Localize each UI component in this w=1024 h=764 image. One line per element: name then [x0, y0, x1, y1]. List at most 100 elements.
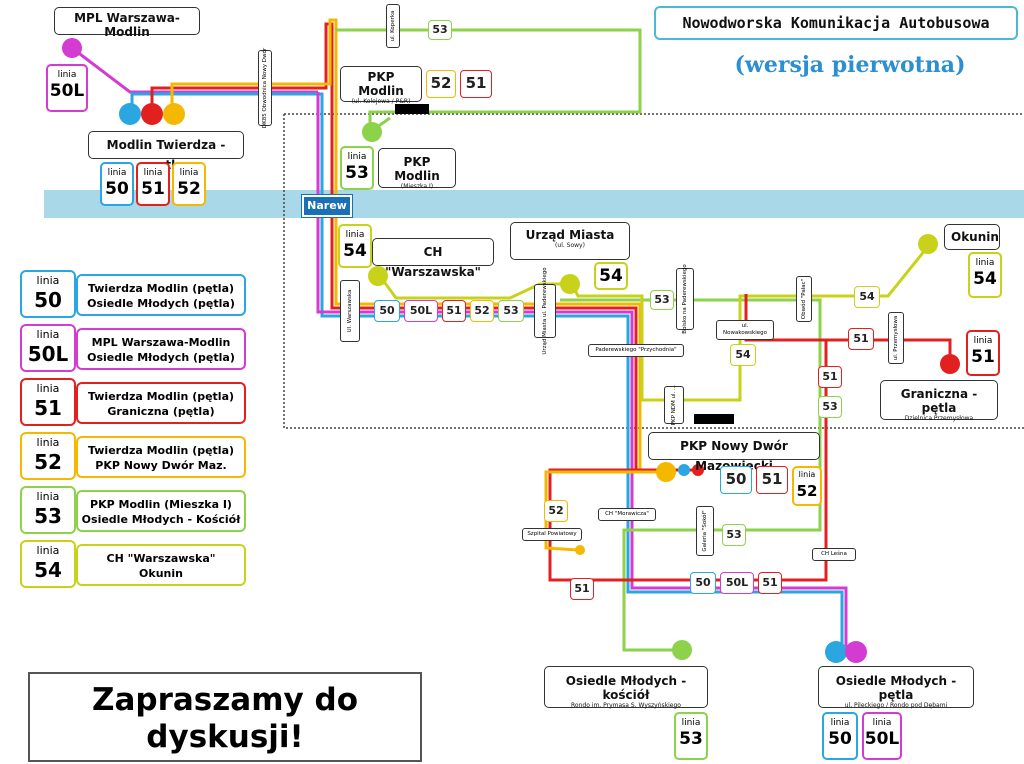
stop-mpl: MPL Warszawa-Modlin [54, 7, 200, 39]
stop-pkp-modlin-sub: (ul. Kolejowa / P&R) [351, 98, 411, 105]
stop-pkp-ndm: PKP Nowy Dwór Mazowiecki [648, 432, 820, 473]
stop-kosciol-sub: Rondo im. Prymasa S. Wyszyńskiego [571, 702, 681, 709]
badge-53-mieszka-num: 53 [345, 163, 369, 183]
legend-word: linia [36, 382, 60, 395]
tag-53-mid-text: 53 [654, 293, 670, 306]
invite-box: Zapraszamy do dyskusji! [28, 672, 422, 762]
row2-50L-text: 50L [725, 576, 749, 589]
legend-52-from: Twierdza Modlin (pętla) [87, 444, 235, 457]
minor-zakoczyn-label: Boisko na Paderewskiego [682, 264, 688, 334]
tag-51-gran-text: 51 [853, 332, 869, 345]
legend-desc-52: Twierdza Modlin (pętla) PKP Nowy Dwór Maz… [76, 436, 246, 478]
legend-50L-from: MPL Warszawa-Modlin [91, 336, 231, 349]
terminal-52-ndm [656, 462, 676, 482]
stop-graniczna-sub: Dzielnica Przemysłowa [904, 415, 974, 422]
minor-urzad-label: Urząd Miasta ul. Paderewskiego [542, 267, 548, 355]
tag-51-ndm-text: 51 [761, 470, 783, 488]
terminal-51-twierdza [141, 103, 163, 125]
badge-54-ch-num: 54 [343, 241, 367, 261]
legend-word: linia [36, 490, 60, 503]
minor-lesna-label: CH Leśna [821, 551, 847, 557]
badge-word: linia [347, 152, 367, 162]
line-tag-50: 50 [374, 300, 400, 322]
tag-50-ndm-text: 50 [725, 470, 747, 488]
tag-51-left-text: 51 [574, 582, 590, 595]
row-50-text: 50 [379, 304, 395, 317]
badge-word: linia [973, 336, 993, 346]
badge-52-tw-num: 52 [177, 179, 201, 199]
badge-54-okunin-num: 54 [973, 269, 997, 289]
legend-53-num: 53 [34, 504, 62, 528]
legend-53-to: Osiedle Młodych - Kościół [81, 513, 241, 526]
legend-word: linia [36, 544, 60, 557]
legend-desc-50: Twierdza Modlin (pętla)Osiedle Młodych (… [76, 274, 246, 316]
legend-52-to: PKP Nowy Dwór Maz. [95, 459, 227, 472]
stop-kosciol-label: Osiedle Młodych - kościół [565, 674, 687, 702]
legend-50L-num: 50L [27, 342, 69, 366]
legend-word: linia [36, 328, 60, 341]
minor-pkp-ndm-label: PKP NDM ul. ... [671, 384, 677, 426]
badge-50L-mpl-num: 50L [49, 81, 85, 101]
line-tag-52: 52 [470, 300, 494, 322]
badge-word: linia [57, 70, 77, 80]
badge-54-urzad: 54 [594, 262, 628, 290]
row-50L-text: 50L [409, 304, 433, 317]
legend-51-to: Graniczna (pętla) [107, 405, 215, 418]
legend-desc-51: Twierdza Modlin (pętla)Graniczna (pętla) [76, 382, 246, 424]
badge-word: linia [107, 168, 127, 178]
terminal-50-twierdza [119, 103, 141, 125]
badge-word: linia [143, 168, 163, 178]
minor-stop-nowakowskiego: ul. Nowakowskiego [716, 320, 774, 340]
line-tag-51: 51 [818, 366, 842, 388]
line-tag-51: 51 [442, 300, 466, 322]
minor-stop-urzad-v: Urząd Miasta ul. Paderewskiego [534, 267, 556, 355]
city-boundary [283, 113, 1024, 429]
line-tag-51: 51 [570, 578, 594, 600]
badge-word: linia [345, 230, 365, 240]
stop-pkp-modlin-label: PKP Modlin [358, 70, 404, 98]
line-tag-54: 54 [854, 286, 880, 308]
minor-stop-zakoczyn: Boisko na Paderewskiego [676, 264, 694, 334]
legend-52-num: 52 [34, 450, 62, 474]
legend-desc-53: PKP Modlin (Mieszka I) Osiedle Młodych - … [76, 490, 246, 532]
line-tag-53: 53 [498, 300, 524, 322]
badge-word: linia [830, 718, 850, 728]
line-tag-52: 52 [544, 500, 568, 522]
stop-okunin-label: Okunin [951, 230, 999, 244]
legend-54-to: Okunin [139, 567, 183, 580]
header-title: Nowodworska Komunikacja Autobusowa [654, 6, 1018, 40]
row2-51-text: 51 [762, 576, 778, 589]
legend-desc-54: CH "Warszawska"Okunin [76, 544, 246, 586]
terminal-52-twierdza [163, 103, 185, 125]
route-51-loop [548, 338, 828, 582]
stop-mpl-label: MPL Warszawa-Modlin [74, 11, 180, 39]
line-tag-53: 53 [650, 290, 674, 310]
badge-word: linia [179, 168, 199, 178]
tag-54-mid-text: 54 [859, 290, 875, 303]
terminal-54-okunin [918, 234, 938, 254]
row-51-text: 51 [446, 304, 462, 317]
terminal-50L-petla [845, 641, 867, 663]
minor-stop-koperka: ul. Koperka [386, 4, 400, 48]
platform-pkp-ndm [694, 414, 734, 424]
tag-53-v1-text: 53 [822, 400, 838, 413]
terminal-52-szpital [575, 545, 585, 555]
minor-stop-przemyslowa: ul. Przemysłowa [888, 312, 904, 364]
legend-53-from: PKP Modlin (Mieszka I) [90, 498, 232, 511]
line-tag-53: 53 [428, 20, 452, 40]
platform-pkp-modlin [395, 104, 429, 114]
badge-word: linia [975, 258, 995, 268]
badge-53-kosciol-num: 53 [679, 729, 703, 749]
line-tag-50L: 50L [720, 572, 754, 594]
line-tag-51: 51 [460, 70, 492, 98]
row-52-text: 52 [474, 304, 490, 317]
minor-stop-lesna: CH Leśna [812, 548, 856, 561]
